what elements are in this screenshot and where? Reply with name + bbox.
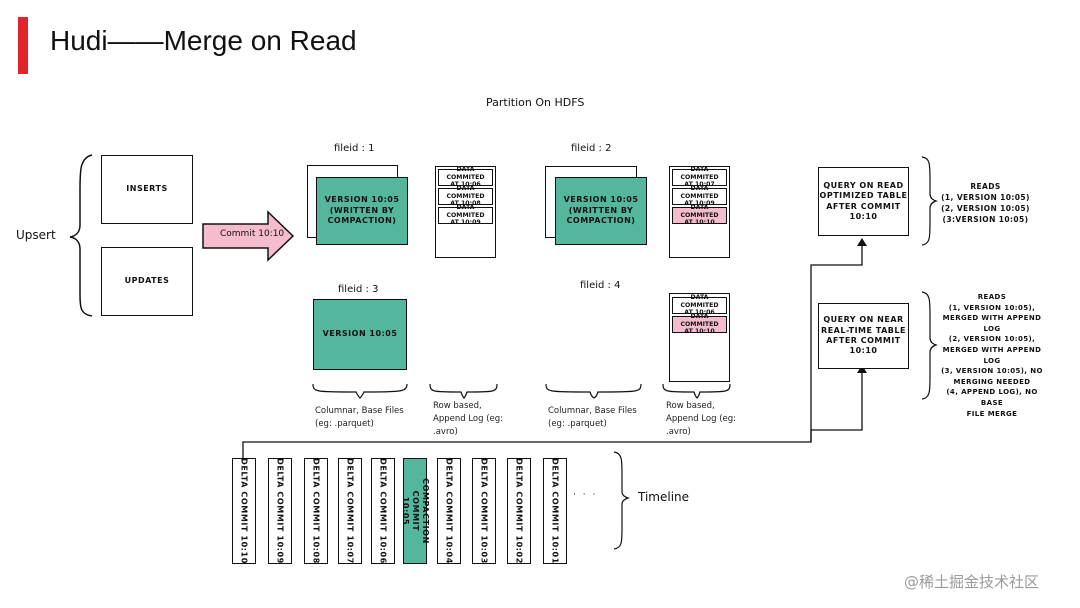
commit-label: Commit 10:10 bbox=[220, 229, 285, 239]
title-accent-bar bbox=[18, 17, 28, 74]
desc-columnar-1: Columnar, Base Files (eg: .parquet) bbox=[315, 406, 404, 429]
timeline-commit-1002: DELTA COMMIT 10:02 bbox=[507, 458, 531, 564]
fileid-1-base-file: VERSION 10:05 (WRITTEN BY COMPACTION) bbox=[316, 177, 408, 245]
timeline-commit-1001: DELTA COMMIT 10:01 bbox=[543, 458, 567, 564]
desc-row-1: Row based, Append Log (eg: .avro) bbox=[433, 401, 504, 437]
fileid-2-base-label: VERSION 10:05 (WRITTEN BY COMPACTION) bbox=[563, 195, 639, 226]
inserts-box: INSERTS bbox=[101, 155, 193, 224]
fileid-2-base-file: VERSION 10:05 (WRITTEN BY COMPACTION) bbox=[555, 177, 647, 245]
timeline-commit-1004: DELTA COMMIT 10:04 bbox=[437, 458, 461, 564]
fileid-1-base-label: VERSION 10:05 (WRITTEN BY COMPACTION) bbox=[324, 195, 400, 226]
fileid-1-log-row-1: DATA COMMITED AT 10:06 bbox=[438, 166, 493, 188]
timeline-commit-1003: DELTA COMMIT 10:03 bbox=[472, 458, 496, 564]
fileid-2-log-file: DATA COMMITED AT 10:07 DATA COMMITED AT … bbox=[669, 166, 730, 258]
fileid-4-log-file: DATA COMMITED AT 10:06 DATA COMMITED AT … bbox=[669, 293, 730, 382]
query-real-time-label: QUERY ON NEAR REAL-TIME TABLE AFTER COMM… bbox=[821, 315, 906, 356]
query-read-optimized-box: QUERY ON READ OPTIMIZED TABLE AFTER COMM… bbox=[818, 167, 909, 236]
fileid-3-base-label: VERSION 10:05 bbox=[322, 329, 398, 339]
fileid-2-log-row-3: DATA COMMITED AT 10:10 bbox=[672, 204, 727, 226]
fileid-3-base-file: VERSION 10:05 bbox=[313, 299, 407, 370]
reads-read-optimized: READS (1, VERSION 10:05) (2, VERSION 10:… bbox=[941, 182, 1030, 224]
timeline-label: Timeline bbox=[638, 490, 690, 504]
query-real-time-box: QUERY ON NEAR REAL-TIME TABLE AFTER COMM… bbox=[818, 303, 909, 369]
fileid-1-log-row-3: DATA COMMITED AT 10:09 bbox=[438, 204, 493, 226]
upsert-label: Upsert bbox=[16, 228, 56, 242]
fileid-3-label: fileid : 3 bbox=[338, 284, 379, 295]
timeline-commit-1006: DELTA COMMIT 10:06 bbox=[371, 458, 395, 564]
fileid-4-log-row-1: DATA COMMITED AT 10:06 bbox=[672, 294, 727, 316]
timeline-commit-1010: DELTA COMMIT 10:10 bbox=[232, 458, 256, 564]
watermark: @稀土掘金技术社区 bbox=[904, 573, 1040, 591]
timeline-commit-1007: DELTA COMMIT 10:07 bbox=[338, 458, 362, 564]
slide-title: Hudi——Merge on Read bbox=[50, 25, 357, 56]
fileid-4-label: fileid : 4 bbox=[580, 280, 621, 291]
timeline-commit-1008: DELTA COMMIT 10:08 bbox=[304, 458, 328, 564]
fileid-2-log-row-1: DATA COMMITED AT 10:07 bbox=[672, 166, 727, 188]
partition-label: Partition On HDFS bbox=[486, 96, 585, 109]
reads-real-time: READS (1, VERSION 10:05), MERGED WITH AP… bbox=[941, 293, 1043, 418]
query-read-optimized-label: QUERY ON READ OPTIMIZED TABLE AFTER COMM… bbox=[819, 180, 908, 221]
fileid-2-label: fileid : 2 bbox=[571, 143, 612, 154]
desc-row-2: Row based, Append Log (eg: .avro) bbox=[666, 401, 737, 437]
updates-label: UPDATES bbox=[124, 276, 170, 286]
timeline-compaction-1005: COMPACTION COMMIT 10:05 bbox=[401, 458, 430, 564]
updates-box: UPDATES bbox=[101, 247, 193, 316]
fileid-1-log-file: DATA COMMITED AT 10:06 DATA COMMITED AT … bbox=[435, 166, 496, 258]
timeline-commit-1009: DELTA COMMIT 10:09 bbox=[268, 458, 292, 564]
desc-columnar-2: Columnar, Base Files (eg: .parquet) bbox=[548, 406, 637, 429]
timeline-ellipsis: · · · bbox=[573, 490, 598, 500]
fileid-2-log-row-2: DATA COMMITED AT 10:09 bbox=[672, 185, 727, 207]
inserts-label: INSERTS bbox=[126, 184, 168, 194]
fileid-1-log-row-2: DATA COMMITED AT 10:08 bbox=[438, 185, 493, 207]
fileid-1-label: fileid : 1 bbox=[334, 143, 375, 154]
fileid-4-log-row-2: DATA COMMITED AT 10:10 bbox=[672, 313, 727, 335]
